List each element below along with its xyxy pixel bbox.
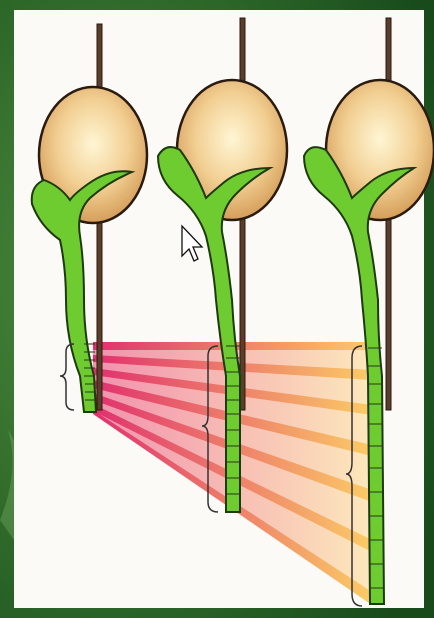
slide [0, 0, 434, 618]
seedling-growth-diagram [0, 0, 434, 618]
